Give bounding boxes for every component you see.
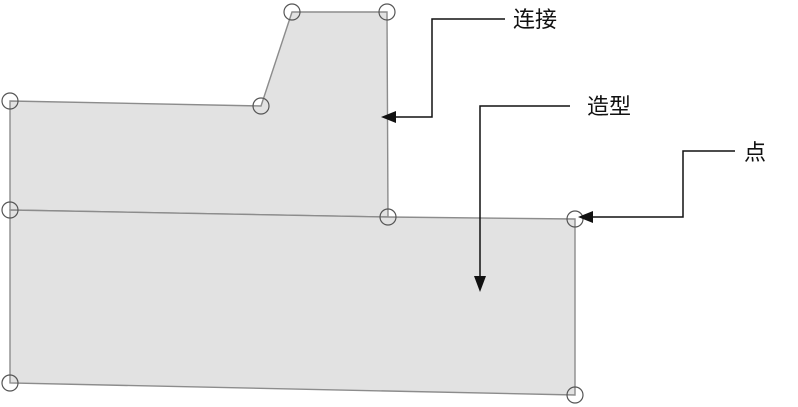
connection-leader-line bbox=[395, 18, 505, 118]
shape-leader-line bbox=[479, 105, 570, 278]
vertex-point bbox=[1, 201, 19, 219]
connection-label: 连接 bbox=[513, 8, 557, 33]
callout-point: 点 bbox=[578, 141, 766, 223]
shape-label: 造型 bbox=[587, 95, 631, 120]
upper-shape bbox=[9, 11, 389, 218]
lower-shape bbox=[9, 209, 576, 396]
vertex-point bbox=[566, 386, 584, 404]
shape-arrowhead bbox=[474, 276, 486, 292]
vertex-point bbox=[1, 92, 19, 110]
vertex-point bbox=[379, 208, 397, 226]
vertex-point bbox=[283, 3, 301, 21]
vertex-point bbox=[252, 97, 270, 115]
point-leader-line bbox=[592, 150, 735, 218]
connection-arrowhead bbox=[381, 111, 396, 123]
point-label: 点 bbox=[744, 141, 766, 166]
point-arrowhead bbox=[578, 211, 593, 223]
callout-shape: 造型 bbox=[474, 95, 631, 292]
vertex-point bbox=[378, 3, 396, 21]
vertex-point bbox=[1, 374, 19, 392]
callout-connection: 连接 bbox=[381, 8, 557, 123]
